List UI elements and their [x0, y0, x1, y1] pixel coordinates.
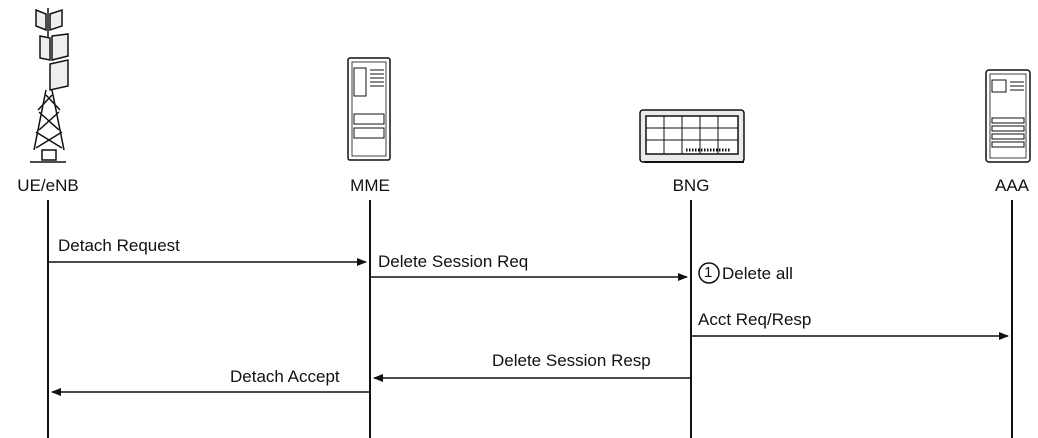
node-label-aaa: AAA [994, 176, 1030, 195]
node-label-ue: UE/eNB [17, 176, 79, 195]
message-label-detach-accept: Detach Accept [230, 367, 340, 386]
cell-tower-icon [30, 8, 69, 163]
server-icon [347, 57, 391, 161]
node-label-mme: MME [350, 176, 390, 195]
message-label-delete-session-req: Delete Session Req [378, 252, 529, 271]
router-chassis-icon [639, 109, 745, 163]
node-label-bng: BNG [672, 176, 710, 195]
step-number: 1 [704, 264, 713, 281]
message-label-delete-session-resp: Delete Session Resp [492, 351, 651, 370]
annotation-label: Delete all [722, 264, 793, 283]
server-icon [985, 69, 1031, 163]
message-label-acct-req-resp: Acct Req/Resp [698, 310, 812, 329]
message-label-detach-request: Detach Request [58, 236, 180, 255]
step-number-circle [698, 262, 720, 284]
